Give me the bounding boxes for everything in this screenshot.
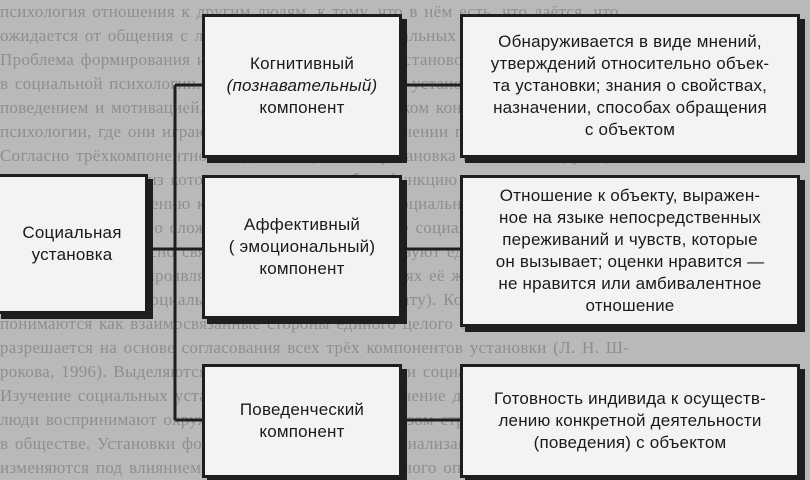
component-label-line: Аффективный bbox=[243, 215, 361, 234]
description-line: Обнаруживается в виде мнений, bbox=[498, 32, 762, 51]
description-line: Готовность индивида к осуществ- bbox=[494, 389, 766, 408]
component-label-line: компонент bbox=[259, 259, 345, 278]
component-label-line: компонент bbox=[259, 98, 345, 117]
description-line: назначении, способах обращения bbox=[493, 98, 767, 117]
description-box-cognitive: Обнаруживается в виде мнений, утверждени… bbox=[460, 14, 800, 158]
description-line: ное на языке непосредственных bbox=[499, 208, 761, 227]
description-box-behavioral: Готовность индивида к осуществ- лению ко… bbox=[460, 364, 800, 478]
description-line: с объектом bbox=[584, 120, 676, 139]
component-box-behavioral: Поведенческий компонент bbox=[202, 364, 402, 478]
description-line: (поведения) с объектом bbox=[533, 433, 727, 452]
description-line: лению конкретной деятельности bbox=[498, 411, 762, 430]
component-label-line: ( эмоциональный) bbox=[228, 237, 376, 256]
root-label-line: Социальная bbox=[22, 223, 122, 242]
component-label-line: (познавательный) bbox=[226, 76, 378, 95]
component-box-affective: Аффективный ( эмоциональный) компонент bbox=[202, 175, 402, 319]
description-line: Отношение к объекту, выражен- bbox=[499, 186, 761, 205]
component-label-line: компонент bbox=[259, 422, 345, 441]
component-label-line: Когнитивный bbox=[249, 54, 355, 73]
root-box-social-attitude: Социальная установка bbox=[0, 174, 148, 314]
description-line: не нравится или амбивалентное bbox=[498, 274, 762, 293]
description-box-affective: Отношение к объекту, выражен- ное на язы… bbox=[460, 175, 800, 327]
description-line: он вызывает; оценки нравится — bbox=[495, 252, 765, 271]
background-text-line: разрешается на основе согласования всех … bbox=[0, 338, 630, 357]
description-line: отношение bbox=[585, 296, 675, 315]
description-line: та установки; знания о свойствах, bbox=[492, 76, 768, 95]
component-box-cognitive: Когнитивный (познавательный) компонент bbox=[202, 14, 402, 158]
description-line: переживаний и чувств, которые bbox=[502, 230, 758, 249]
description-line: утверждений относительно объек- bbox=[490, 54, 770, 73]
component-label-line: Поведенческий bbox=[239, 400, 365, 419]
root-label-line: установка bbox=[31, 245, 113, 264]
